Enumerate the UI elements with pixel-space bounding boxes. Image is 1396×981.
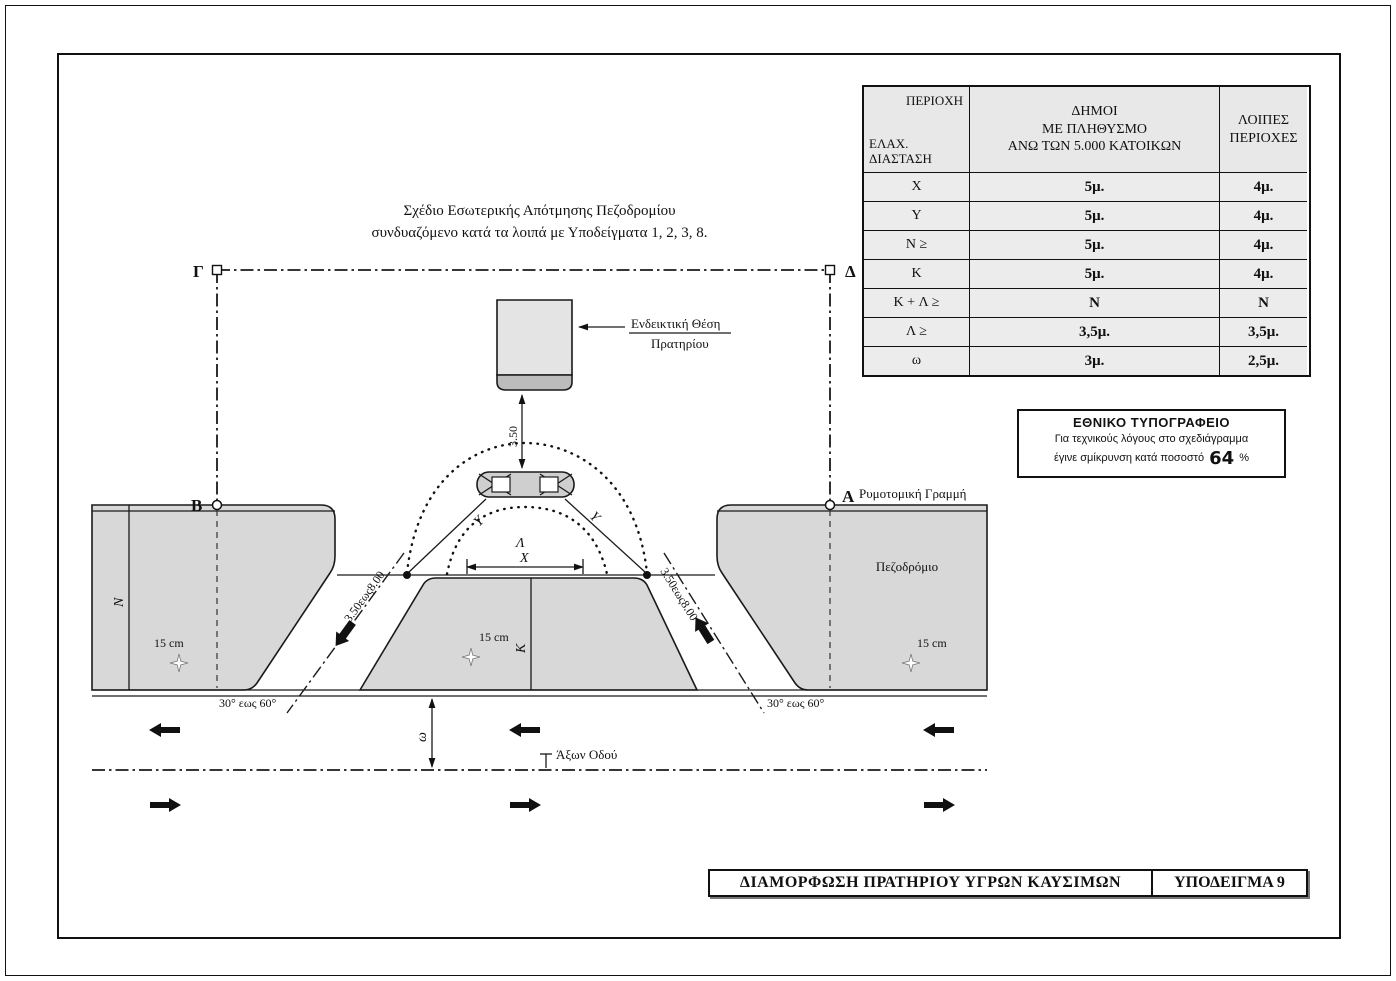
sparkle-center xyxy=(461,647,481,667)
note-line2: έγινε σμίκρυνση κατά ποσοστό xyxy=(1053,451,1205,464)
drawing-heading: Σχέδιο Εσωτερικής Απότμησης Πεζοδρομίου … xyxy=(342,201,737,245)
fuel-island xyxy=(476,471,575,498)
drawing-frame: Ενδεικτική Θέση Πρατηρίου 3.50 xyxy=(57,53,1341,939)
dimension-table: ΠΕΡΙΟΧΗ ΕΛΑΧ. ΔΙΑΣΤΑΣΗ ΔΗΜΟΙ ΜΕ ΠΛΗΘΥΣΜΟ… xyxy=(862,85,1311,377)
table-row-value: 4μ. xyxy=(1219,201,1307,230)
sidewalk-label: Πεζοδρόμιο xyxy=(876,559,938,574)
point-label-a: A xyxy=(842,487,855,506)
traffic-arrows-lower xyxy=(150,798,955,812)
dim-y-left: Y xyxy=(471,512,489,530)
table-row-value: N xyxy=(1219,288,1307,317)
point-b-marker xyxy=(211,499,223,511)
table-row-dim: Y xyxy=(864,201,969,230)
note-line1: Για τεχνικούς λόγους στο σχεδιάγραμμα xyxy=(1054,433,1249,445)
table-row-value: 5μ. xyxy=(969,259,1219,288)
table-row-value: N xyxy=(969,288,1219,317)
dim-x-line xyxy=(466,559,584,574)
station-label-line1: Ενδεικτική Θέση xyxy=(631,316,721,331)
note-title: ΕΘΝΙΚΟ ΤΥΠΟΓΡΑΦΕΙΟ xyxy=(1072,415,1231,430)
table-corner-cell: ΠΕΡΙΟΧΗ ΕΛΑΧ. ΔΙΑΣΤΑΣΗ xyxy=(864,87,969,172)
edge-dot-right xyxy=(643,571,651,579)
dim-lambda-label: Λ xyxy=(514,536,525,551)
table-row-value: 4μ. xyxy=(1219,259,1307,288)
corner-label-region: ΠΕΡΙΟΧΗ xyxy=(905,93,963,108)
angle-range-right: 30° εως 60° xyxy=(767,696,824,710)
center-island-trapezoid xyxy=(358,577,699,691)
station-label-line2: Πρατηρίου xyxy=(651,336,709,351)
dim-n-label: N xyxy=(112,597,127,608)
edge-dot-left xyxy=(403,571,411,579)
table-row-dim: X xyxy=(864,172,969,201)
ramp-left-arrow xyxy=(335,620,356,646)
point-label-delta: Δ xyxy=(845,262,856,281)
table-row-dim: K xyxy=(864,259,969,288)
curb-line xyxy=(92,689,987,697)
point-label-b: B xyxy=(191,496,202,515)
station-leader xyxy=(578,323,731,334)
dim-omega-label: ω xyxy=(415,732,430,742)
label-15cm-right: 15 cm xyxy=(917,636,947,650)
title-block-title: ΔΙΑΜΟΡΦΩΣΗ ΠΡΑΤΗΡΙΟΥ ΥΓΡΩΝ ΚΑΥΣΙΜΩΝ xyxy=(708,869,1153,897)
sparkle-left xyxy=(169,653,189,673)
drawing-heading-line2: συνδυαζόμενο κατά τα λοιπά με Υποδείγματ… xyxy=(371,224,708,241)
plot-boundary xyxy=(211,264,836,505)
table-row-value: 3,5μ. xyxy=(969,317,1219,346)
pump-right xyxy=(539,476,559,493)
table-row-value: 3μ. xyxy=(969,346,1219,375)
label-15cm-left: 15 cm xyxy=(154,636,184,650)
note-body: Για τεχνικούς λόγους στο σχεδιάγραμμα έγ… xyxy=(1023,432,1280,471)
dim-y-right: Y xyxy=(586,509,604,527)
ramp-right-centerline xyxy=(663,552,765,714)
dim-x-label: X xyxy=(519,551,529,566)
printing-office-note: ΕΘΝΙΚΟ ΤΥΠΟΓΡΑΦΕΙΟ Για τεχνικούς λόγους … xyxy=(1017,409,1286,479)
point-label-gamma: Γ xyxy=(193,262,204,281)
drawing-heading-line1: Σχέδιο Εσωτερικής Απότμησης Πεζοδρομίου xyxy=(403,203,676,219)
table-header-other-areas: ΛΟΙΠΕΣ ΠΕΡΙΟΧΕΣ xyxy=(1219,87,1307,172)
table-row-value: 5μ. xyxy=(969,201,1219,230)
ramp-right-arrow xyxy=(695,617,715,645)
y-line-right xyxy=(564,498,646,573)
point-a-marker xyxy=(824,499,836,511)
dim-k-label: K xyxy=(514,643,529,654)
table-row-dim: ω xyxy=(864,346,969,375)
table-row-value: 4μ. xyxy=(1219,172,1307,201)
building-line-label: Ρυμοτομική Γραμμή xyxy=(859,486,967,501)
dim-350-label: 3.50 xyxy=(506,426,520,447)
table-row-dim: Λ ≥ xyxy=(864,317,969,346)
corner-label-min-dimension: ΕΛΑΧ. ΔΙΑΣΤΑΣΗ xyxy=(869,135,932,167)
ramp-right-length: 3.50εως8.00 xyxy=(657,565,701,623)
sidewalk-right-block xyxy=(716,504,988,691)
title-block: ΔΙΑΜΟΡΦΩΣΗ ΠΡΑΤΗΡΙΟΥ ΥΓΡΩΝ ΚΑΥΣΙΜΩΝ ΥΠΟΔ… xyxy=(708,869,1308,897)
table-row-value: 4μ. xyxy=(1219,230,1307,259)
station-plan-drawing: Ενδεικτική Θέση Πρατηρίου 3.50 xyxy=(91,262,988,812)
note-percent-value: 64 xyxy=(1209,447,1235,469)
pump-left xyxy=(491,476,511,493)
table-row-value: 5μ. xyxy=(969,172,1219,201)
road-axis-leader xyxy=(540,753,552,768)
road-axis-label: Άξων Οδού xyxy=(556,747,617,762)
outer-border xyxy=(5,5,1391,976)
y-line-left xyxy=(408,498,487,573)
note-percent-sign: % xyxy=(1239,451,1250,464)
sidewalk-left-block xyxy=(91,504,336,691)
turning-path-arcs xyxy=(405,441,649,576)
table-row-dim: K + Λ ≥ xyxy=(864,288,969,317)
traffic-arrows-upper xyxy=(149,723,954,737)
table-header-municipalities: ΔΗΜΟΙ ΜΕ ΠΛΗΘΥΣΜΟ ΑΝΩ ΤΩΝ 5.000 ΚΑΤΟΙΚΩΝ xyxy=(969,87,1219,172)
label-15cm-center: 15 cm xyxy=(479,630,509,644)
angle-range-left: 30° εως 60° xyxy=(219,696,276,710)
title-block-number: ΥΠΟΔΕΙΓΜΑ 9 xyxy=(1153,869,1308,897)
table-row-value: 3,5μ. xyxy=(1219,317,1307,346)
station-building xyxy=(496,299,573,391)
table-row-value: 2,5μ. xyxy=(1219,346,1307,375)
table-row-dim: N ≥ xyxy=(864,230,969,259)
sparkle-right xyxy=(901,653,921,673)
table-row-value: 5μ. xyxy=(969,230,1219,259)
ramp-left-length: 3.50εως8.00 xyxy=(341,568,387,625)
